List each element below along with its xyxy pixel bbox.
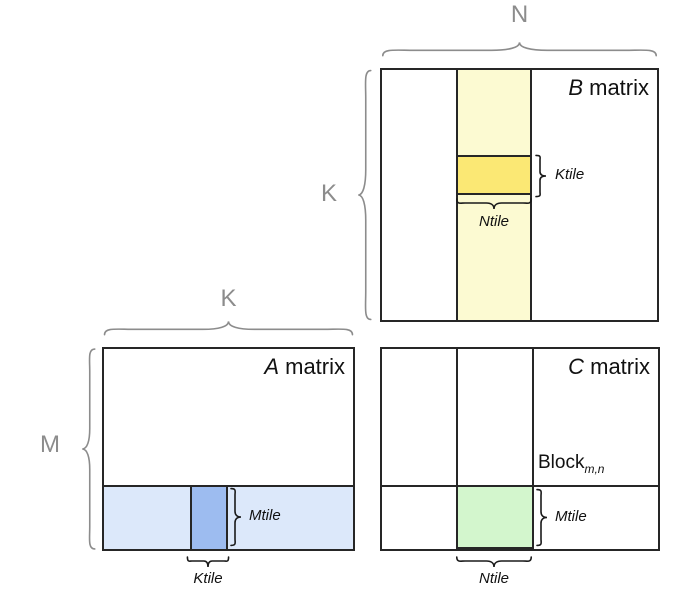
dim-label-k-top: K — [220, 285, 237, 312]
a-mtile-ktile-tile — [190, 485, 228, 549]
dim-label-k-side: K — [320, 180, 337, 207]
b-ktile-ntile-tile — [456, 155, 532, 195]
c-grid-vline-left — [456, 349, 458, 549]
brace-b-ntile — [456, 198, 532, 210]
c-matrix-title: C matrix — [568, 354, 650, 380]
brace-c-mtile — [536, 489, 548, 546]
c-matrix-box: C matrix Blockm,n — [380, 347, 660, 551]
brace-k-horizontal — [102, 320, 355, 336]
b-matrix-box: B matrix — [380, 68, 659, 322]
dim-label-n: N — [510, 1, 529, 28]
c-block-annotation: Blockm,n — [538, 452, 605, 476]
brace-n-horizontal — [380, 41, 659, 57]
a-ktile-label: Ktile — [193, 570, 223, 587]
b-ntile-column-band — [456, 70, 532, 320]
c-block-annotation-base: Block — [538, 452, 585, 473]
c-block-annotation-subscript: m,n — [584, 462, 605, 476]
brace-c-ntile — [456, 556, 532, 568]
dim-label-m: M — [40, 431, 60, 458]
brace-k-vertical — [357, 68, 372, 322]
b-matrix-title-letter: B — [568, 75, 583, 100]
c-ntile-label: Ntile — [478, 570, 509, 587]
a-mtile-label: Mtile — [249, 507, 281, 524]
a-matrix-title-word: matrix — [279, 354, 345, 379]
b-matrix-title: B matrix — [568, 75, 649, 101]
c-grid-vline-right — [532, 349, 534, 549]
c-matrix-title-letter: C — [568, 354, 584, 379]
c-block-tile — [456, 485, 534, 549]
a-mtile-row-band — [104, 485, 353, 549]
brace-a-ktile — [187, 556, 229, 568]
a-matrix-title-letter: A — [264, 354, 279, 379]
a-matrix-title: A matrix — [264, 354, 345, 380]
c-matrix-title-word: matrix — [584, 354, 650, 379]
brace-a-mtile — [230, 488, 242, 546]
b-ntile-label: Ntile — [478, 213, 509, 230]
c-mtile-label: Mtile — [555, 508, 587, 525]
a-matrix-box: A matrix — [102, 347, 355, 551]
brace-m-vertical — [81, 347, 96, 551]
b-ktile-label: Ktile — [555, 166, 585, 183]
brace-b-ktile — [535, 155, 547, 197]
b-matrix-title-word: matrix — [583, 75, 649, 100]
